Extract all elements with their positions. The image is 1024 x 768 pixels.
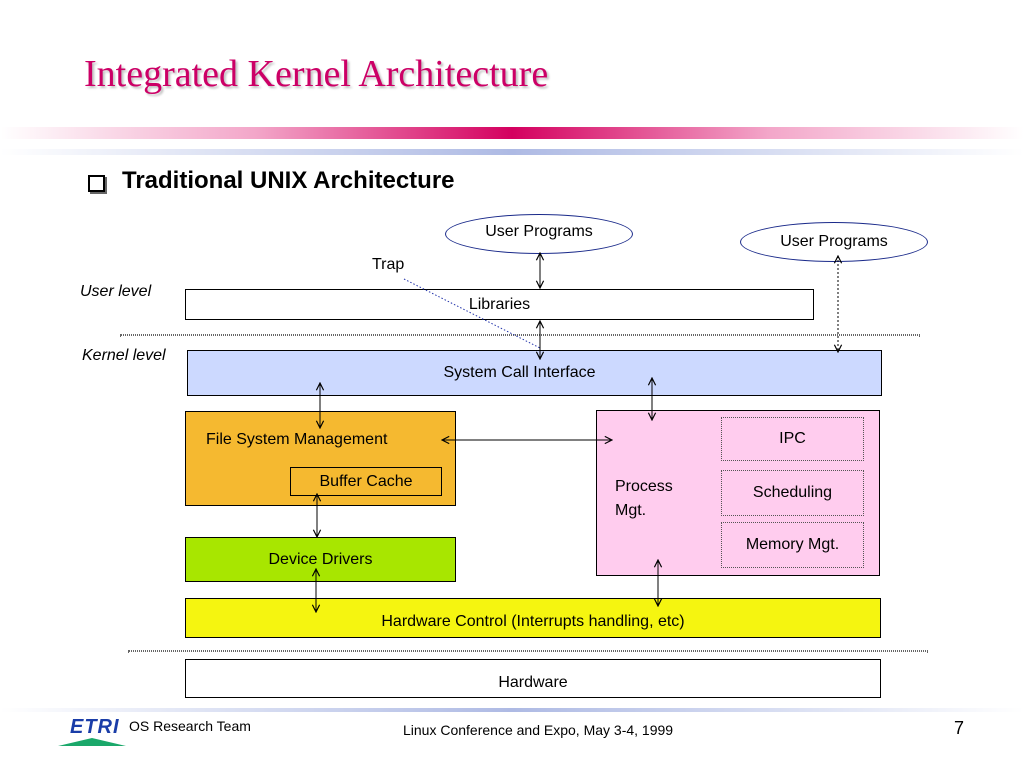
kernel-hardware-separator [128,650,928,652]
system-call-interface-label: System Call Interface [443,364,596,381]
section-heading: Traditional UNIX Architecture [122,167,455,194]
footer-divider [0,708,1024,712]
hardware-box: Hardware [185,659,881,698]
footer-team: OS Research Team [129,718,251,734]
user-level-label: User level [80,283,152,300]
page-number: 7 [954,718,965,738]
title-divider-secondary [0,149,1024,155]
hardware-control-box: Hardware Control (Interrupts handling, e… [185,598,881,638]
slide-title: Integrated Kernel Architecture [84,53,549,95]
system-call-interface-box: System Call Interface [187,350,882,396]
file-system-management-label: File System Management [206,431,388,448]
device-drivers-label: Device Drivers [268,550,373,568]
scheduling-label: Scheduling [752,484,833,501]
device-drivers-box: Device Drivers [185,537,456,582]
ipc-label: IPC [779,430,806,447]
etri-logo-swoosh-icon [58,738,126,746]
libraries-box: Libraries [185,289,814,320]
trap-label: Trap [372,256,405,273]
square-bullet-icon [88,175,105,192]
etri-logo: ETRI [58,716,126,746]
kernel-level-label: Kernel level [82,347,166,364]
process-management-box: Process Mgt. IPC Scheduling Memory Mgt. [596,410,880,576]
scheduling-box: Scheduling [721,470,864,516]
trap-line [403,278,541,349]
hardware-label: Hardware [498,673,568,691]
process-management-label: Process Mgt. [615,478,673,519]
buffer-cache-label: Buffer Cache [319,472,413,490]
memory-management-label: Memory Mgt. [745,536,840,553]
libraries-label: Libraries [468,295,531,313]
footer-conference: Linux Conference and Expo, May 3-4, 1999 [403,722,674,738]
title-divider [0,127,1024,139]
ipc-box: IPC [721,417,864,461]
buffer-cache-box: Buffer Cache [290,467,442,496]
user-programs-label-2: User Programs [780,233,888,250]
user-programs-label-1: User Programs [485,223,593,240]
etri-logo-text: ETRI [70,716,120,738]
hardware-control-label: Hardware Control (Interrupts handling, e… [381,613,685,630]
user-kernel-separator [120,334,920,336]
memory-management-box: Memory Mgt. [721,522,864,568]
